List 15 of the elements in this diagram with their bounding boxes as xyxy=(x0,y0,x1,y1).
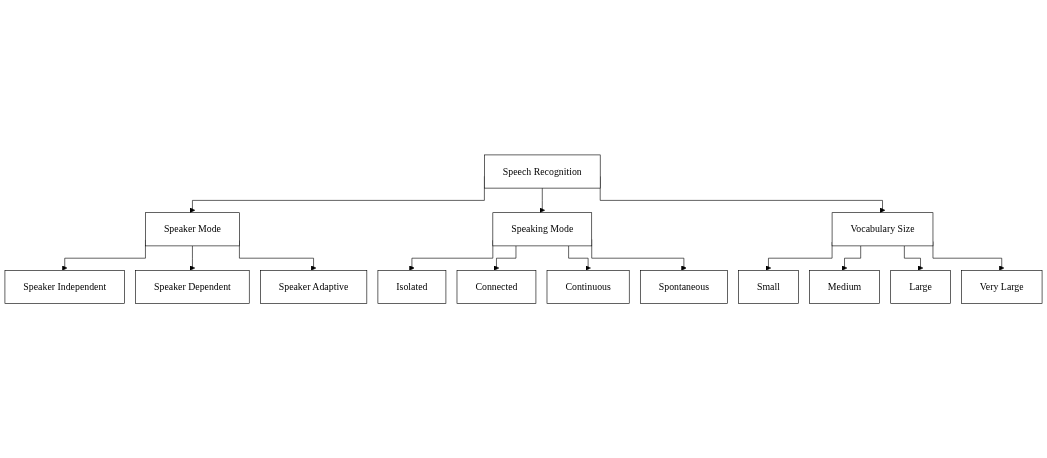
node-box: Connected xyxy=(456,269,537,304)
node-box: Speaker Adaptive xyxy=(260,269,368,304)
node-box: Spontaneous xyxy=(640,269,728,304)
node-box: Speaker Dependent xyxy=(135,269,250,304)
node-box: Small xyxy=(738,269,799,304)
node-box: Speaker Independent xyxy=(4,269,125,304)
node-box: Medium xyxy=(809,269,880,304)
node-box: Isolated xyxy=(377,269,447,304)
node-box: Very Large xyxy=(961,269,1043,304)
node-box: Vocabulary Size xyxy=(831,212,934,246)
node-box: Large xyxy=(890,269,951,304)
node-box: Speaker Mode xyxy=(145,212,240,246)
node-box: Speech Recognition xyxy=(484,154,601,189)
node-box: Continuous xyxy=(546,269,630,304)
node-box: Speaking Mode xyxy=(492,212,593,246)
